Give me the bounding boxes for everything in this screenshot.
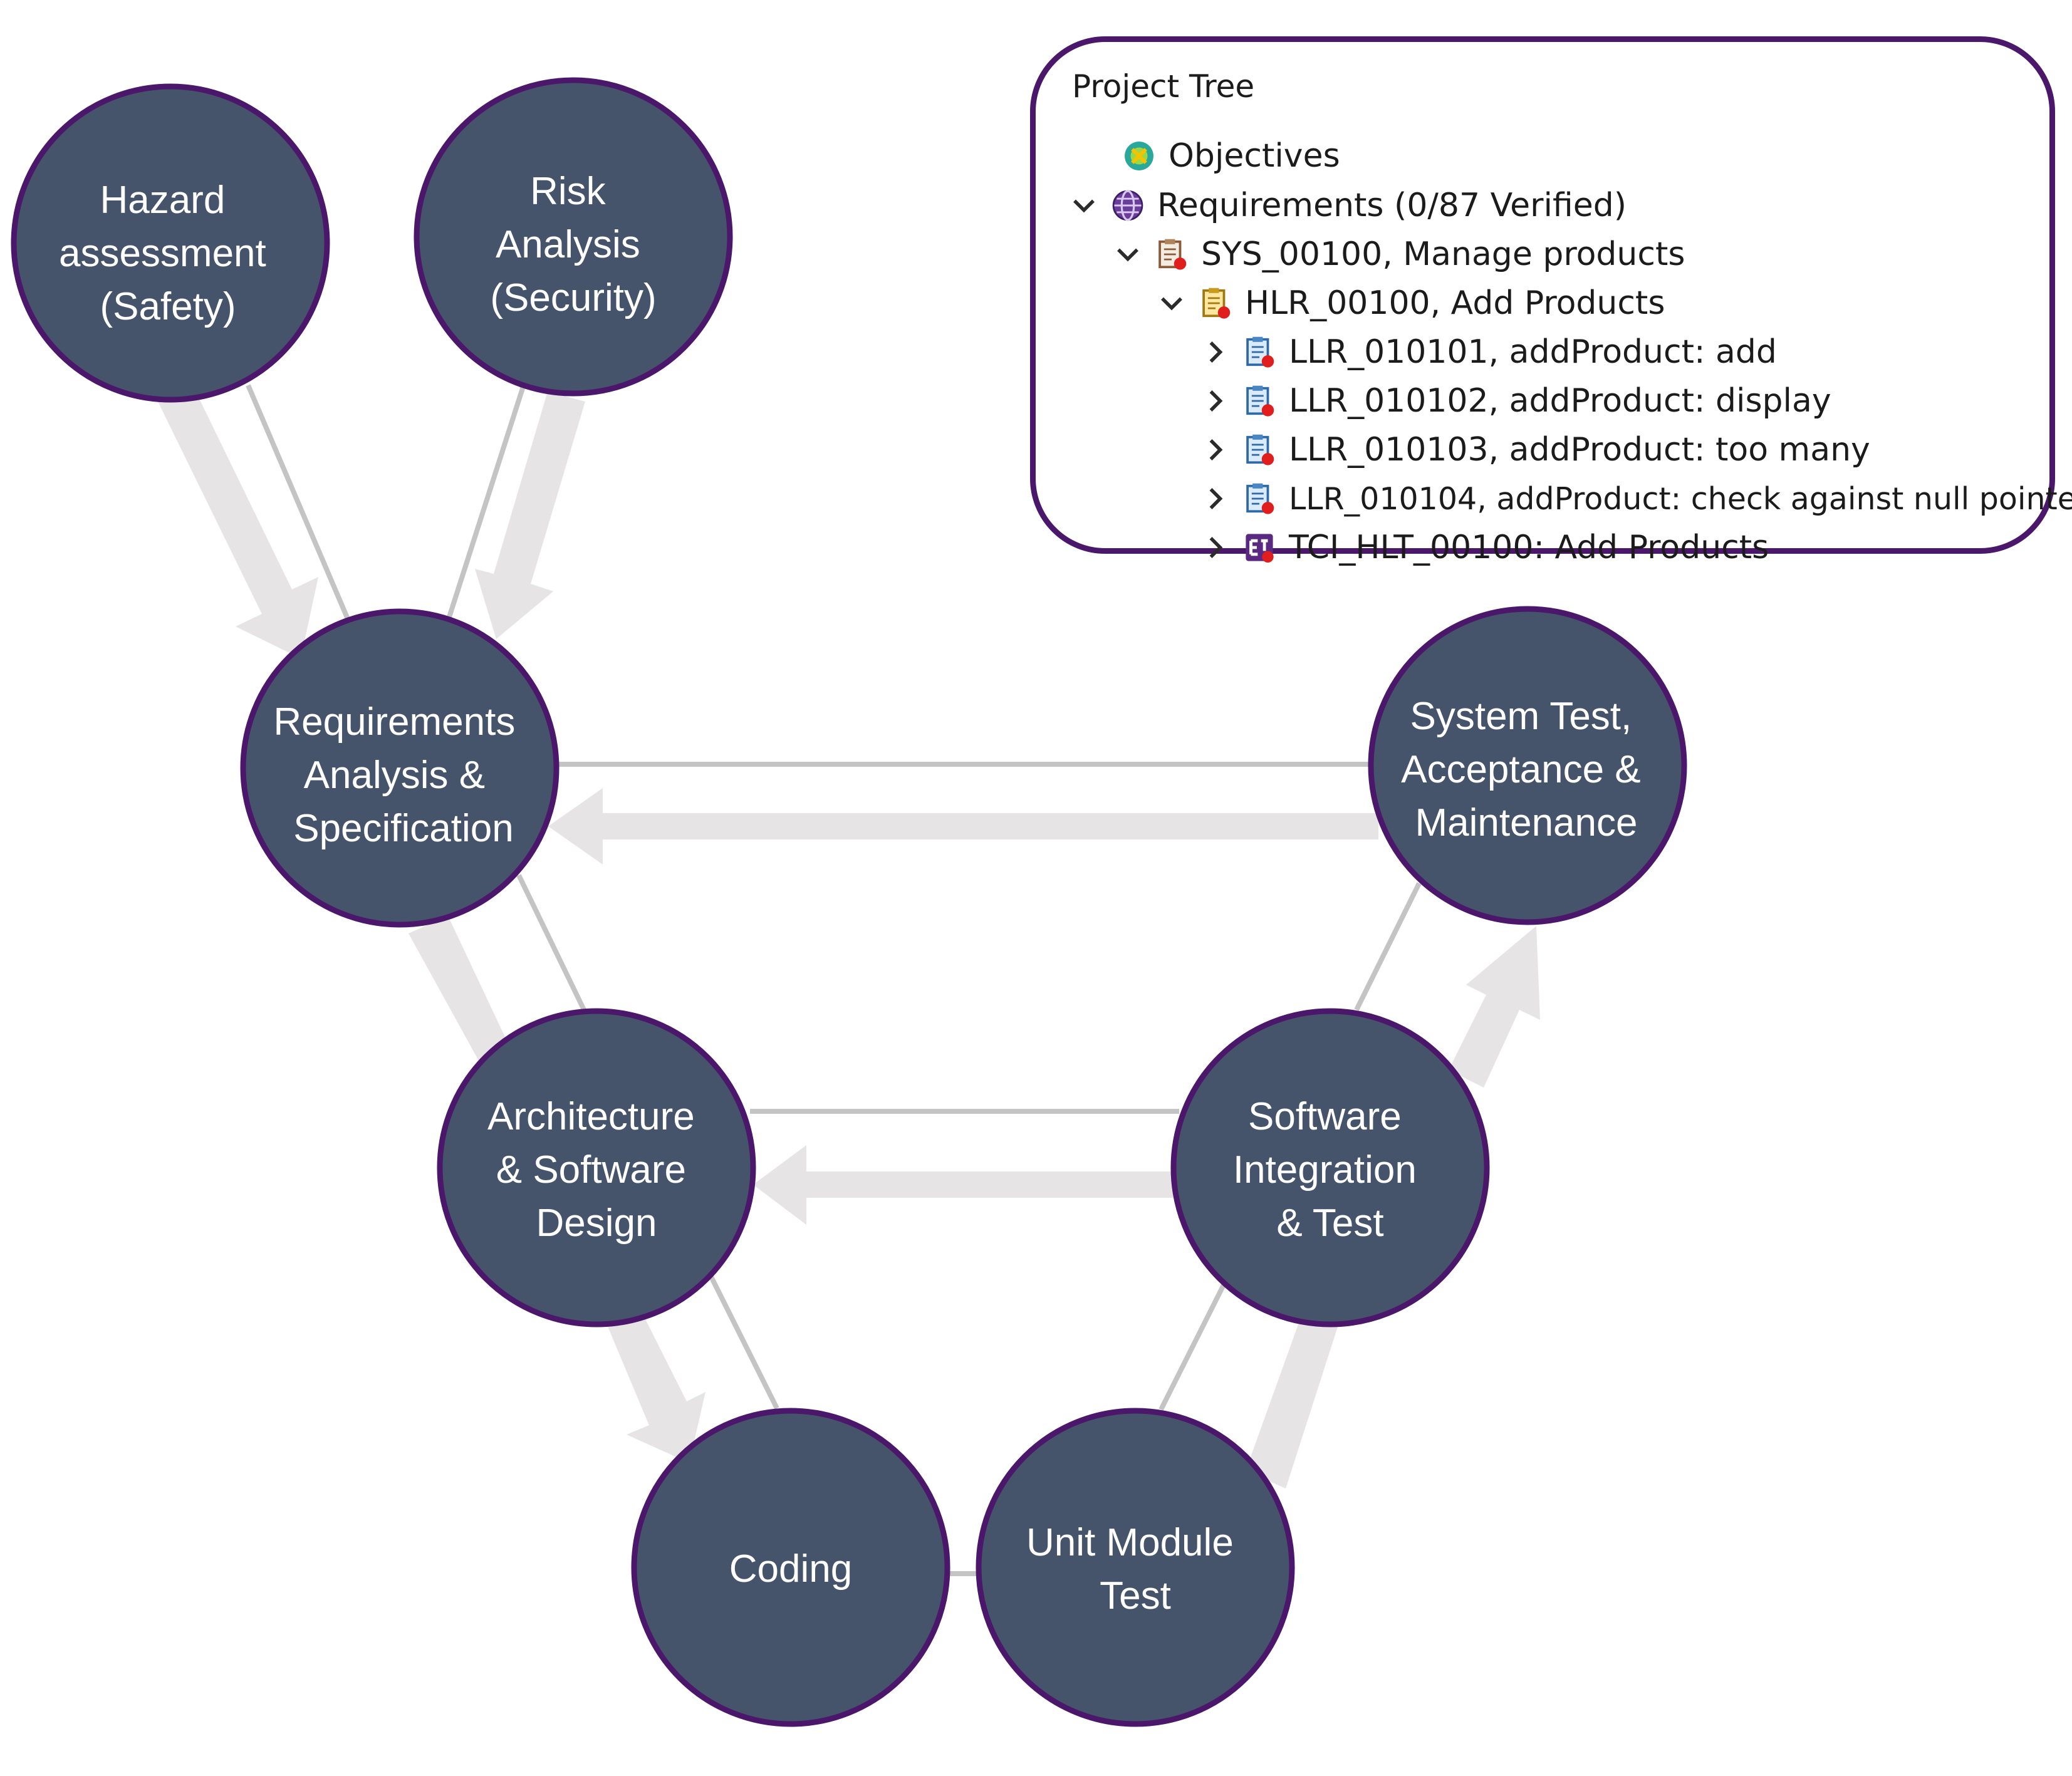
connector-integration-unit: [1158, 1280, 1228, 1411]
tree-item-label: HLR_00100, Add Products: [1245, 284, 1665, 322]
tree-item-hlr-00100[interactable]: HLR_00100, Add Products: [1156, 279, 1665, 328]
architecture-label: Architecture & Software Design: [487, 1095, 705, 1245]
chevron-right-icon[interactable]: [1200, 532, 1231, 563]
low-level-requirement-icon: [1246, 336, 1274, 368]
project-tree-panel: Project Tree Objectives Requirements (0/…: [1030, 36, 2072, 566]
node-architecture-design: [437, 1008, 756, 1327]
connector-risk-requirements: [446, 385, 526, 620]
flow-arrow-integration-to-system: [1449, 926, 1540, 1088]
tree-item-llr-010101[interactable]: LLR_010101, addProduct: add: [1200, 328, 1777, 376]
connector-architecture-coding: [707, 1272, 779, 1410]
coding-label: Coding: [729, 1547, 852, 1591]
chevron-right-icon[interactable]: [1200, 336, 1231, 368]
nodes: [11, 77, 1687, 1727]
chevron-down-icon[interactable]: [1112, 239, 1143, 270]
tree-item-llr-010103[interactable]: LLR_010103, addProduct: too many: [1200, 425, 1870, 474]
tree-item-label: TCI_HLT_00100: Add Products: [1289, 529, 1769, 566]
low-level-requirement-icon: [1246, 434, 1274, 465]
requirements-label: Requirements Analysis & Specification: [273, 700, 526, 850]
risk-label: Risk Analysis (Security): [490, 170, 656, 319]
flow-arrow-risk-to-requirements: [475, 392, 585, 639]
flow-arrow-unit-to-integration: [1246, 1311, 1338, 1488]
high-level-requirement-icon: [1202, 288, 1231, 319]
unit-test-label: Unit Module Test: [1026, 1521, 1244, 1618]
chevron-right-icon[interactable]: [1200, 483, 1231, 514]
connectors: [246, 384, 1422, 1576]
hazard-label: Hazard assessment (Safety): [59, 179, 277, 328]
tree-item-label: LLR_010102, addProduct: display: [1289, 382, 1831, 420]
flow-arrows: [158, 386, 1540, 1488]
connector-system-integration: [1354, 882, 1422, 1011]
tree-item-label: LLR_010101, addProduct: add: [1289, 333, 1777, 371]
requirements-globe-icon: [1112, 190, 1143, 221]
tree-item-objectives[interactable]: Objectives: [1080, 132, 1340, 180]
flow-arrow-hazard-to-requirements: [158, 386, 318, 658]
flow-arrow-requirements-to-architecture: [409, 916, 518, 1079]
project-tree-title: Project Tree: [1072, 68, 1255, 105]
low-level-requirement-icon: [1246, 483, 1274, 514]
node-hazard-assessment: [11, 83, 330, 403]
flow-arrow-architecture-to-coding: [605, 1304, 705, 1463]
node-coding: [631, 1408, 950, 1727]
tree-item-label: Objectives: [1169, 137, 1340, 175]
tree-item-label: Requirements (0/87 Verified): [1157, 187, 1627, 224]
connector-hazard-requirements: [246, 384, 350, 620]
objectives-icon: [1125, 142, 1153, 170]
tree-indent-spacer: [1080, 140, 1111, 172]
system-test-label: System Test, Acceptance & Maintenance: [1401, 695, 1652, 844]
flow-arrow-system-to-requirements: [548, 788, 1378, 865]
tree-item-llr-010102[interactable]: LLR_010102, addProduct: display: [1200, 376, 1831, 425]
tree-item-label: SYS_00100, Manage products: [1201, 236, 1685, 273]
tree-item-tci-hlt-00100[interactable]: TCI_HLT_00100: Add Products: [1200, 523, 1769, 572]
integration-label: Software Integration & Test: [1233, 1095, 1427, 1245]
chevron-right-icon[interactable]: [1200, 434, 1231, 465]
test-case-icon: [1246, 534, 1274, 563]
chevron-down-icon[interactable]: [1156, 288, 1187, 319]
node-labels: Hazard assessment (Safety) Risk Analysis…: [59, 170, 1652, 1618]
tree-item-llr-010104[interactable]: LLR_010104, addProduct: check against nu…: [1200, 474, 2072, 523]
connector-requirements-architecture: [516, 874, 586, 1011]
node-risk-analysis: [414, 77, 733, 397]
tree-item-label: LLR_010104, addProduct: check against nu…: [1289, 480, 2072, 517]
chevron-right-icon[interactable]: [1200, 385, 1231, 417]
chevron-down-icon[interactable]: [1068, 190, 1100, 221]
system-requirement-icon: [1158, 239, 1187, 270]
node-unit-module-test: [976, 1408, 1295, 1727]
tree-item-sys-00100[interactable]: SYS_00100, Manage products: [1112, 230, 1685, 279]
node-system-test: [1368, 606, 1687, 925]
tree-item-requirements[interactable]: Requirements (0/87 Verified): [1068, 181, 1627, 230]
flow-arrow-integration-to-architecture: [753, 1145, 1181, 1225]
tree-item-label: LLR_010103, addProduct: too many: [1289, 431, 1870, 469]
node-software-integration: [1170, 1008, 1490, 1327]
low-level-requirement-icon: [1246, 385, 1274, 417]
node-requirements-analysis: [240, 608, 560, 928]
